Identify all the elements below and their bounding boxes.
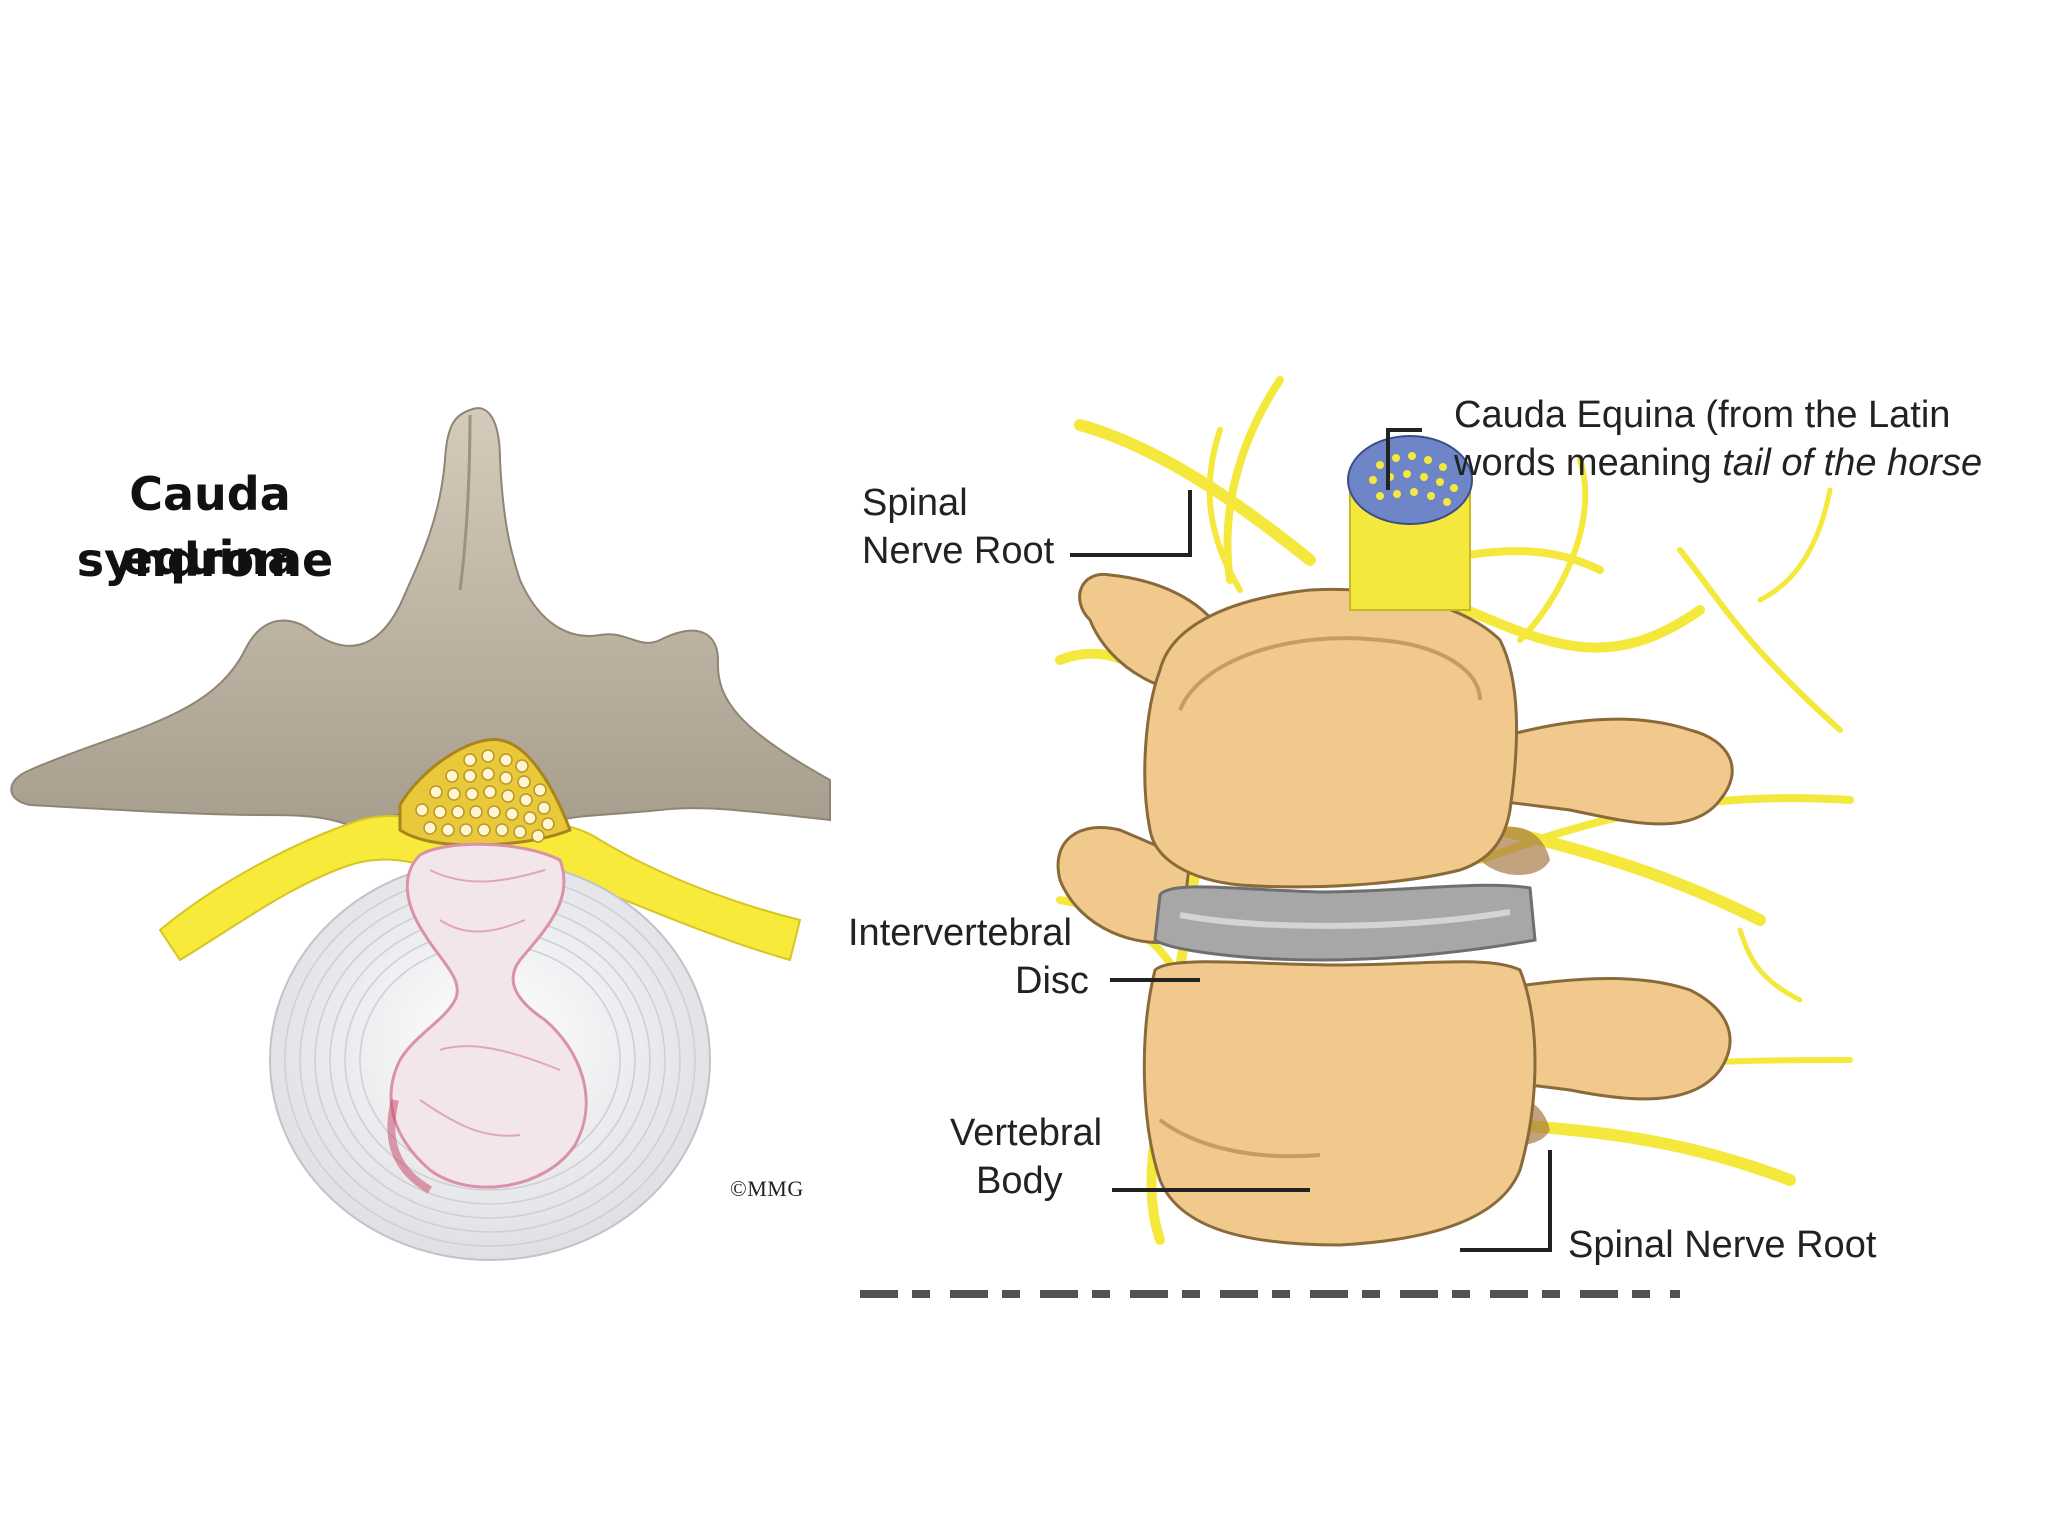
label-vertebral-body-line-1: Vertebral: [950, 1110, 1102, 1156]
label-vertebral-body-line-2: Body: [976, 1158, 1063, 1204]
label-intervertebral-disc-line-1: Intervertebral: [848, 910, 1072, 956]
cropped-caption-fragment: [860, 1290, 1680, 1298]
label-cauda-equina-line-2-plain: words meaning: [1454, 442, 1722, 484]
lateral-spine-illustration: Spinal Nerve Root Cauda Equina (from the…: [840, 340, 2048, 1310]
label-spinal-nerve-root-bottom: Spinal Nerve Root: [1568, 1222, 1876, 1268]
figure-title-line-2: syndrome: [40, 528, 370, 592]
lower-vertebral-body: [1144, 962, 1535, 1245]
copyright-label: ©MMG: [730, 1176, 804, 1202]
label-cauda-equina-line-1: Cauda Equina (from the Latin: [1454, 392, 1950, 438]
label-spinal-nerve-root-top-line-1: Spinal: [862, 480, 968, 526]
label-spinal-nerve-root-top-line-2: Nerve Root: [862, 528, 1054, 574]
label-cauda-equina-line-2-italic: tail of the horse: [1722, 442, 1982, 484]
upper-vertebral-body: [1145, 589, 1517, 887]
label-cauda-equina-line-2: words meaning tail of the horse: [1454, 440, 1982, 486]
label-intervertebral-disc-line-2: Disc: [1015, 958, 1089, 1004]
axial-vertebra-illustration: Cauda equina syndrome ©MMG: [0, 400, 830, 1230]
